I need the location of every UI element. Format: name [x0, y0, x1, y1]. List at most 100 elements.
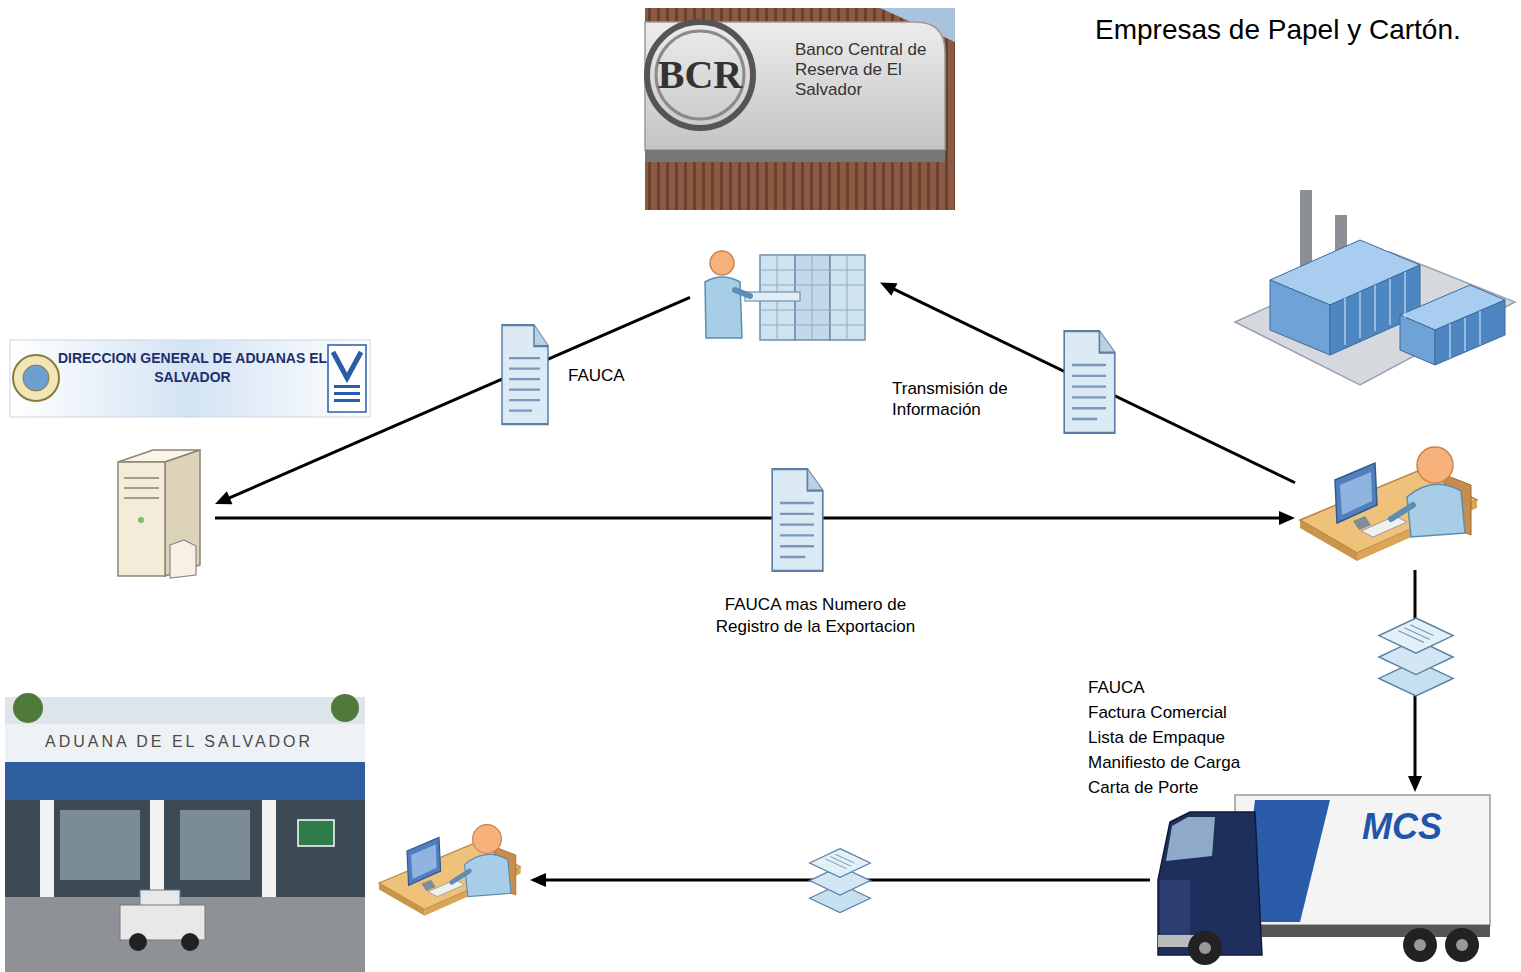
server-tower-part	[170, 540, 196, 578]
customs-photo-part	[13, 693, 43, 723]
server-tower-part	[118, 450, 200, 462]
truck-icon-part	[1445, 928, 1479, 962]
document-name: Manifiesto de Carga	[1088, 753, 1240, 773]
document-name: Carta de Porte	[1088, 778, 1199, 798]
node-heading: Empresas de Papel y Cartón.	[1095, 14, 1461, 46]
connector-arrow	[215, 297, 690, 504]
factory-icon-part	[1270, 240, 1420, 305]
connector-arrow	[880, 282, 1295, 482]
customs-logo-part	[333, 352, 361, 378]
arrow-head	[215, 491, 232, 504]
customs-logo-part	[328, 345, 366, 412]
customs-photo-part	[331, 694, 359, 722]
bank-photo-part	[656, 31, 744, 119]
arrow-head	[530, 873, 546, 887]
truck-icon-part	[1158, 935, 1198, 947]
edge-label: Transmisión de Información	[892, 378, 1032, 420]
truck-logo-text: MCS	[1362, 806, 1442, 848]
truck-icon-part	[1235, 925, 1490, 937]
customs-photo-part	[150, 800, 164, 897]
arrow-head	[880, 282, 897, 295]
customs-photo-part	[180, 810, 250, 880]
customs-photo-part	[181, 933, 199, 951]
edge-label: FAUCA mas Numero de Registro de la Expor…	[708, 594, 923, 638]
customs-photo-part	[140, 890, 180, 910]
server-tower-part	[118, 462, 165, 576]
customs-logo-part	[334, 392, 360, 395]
customs-logo-part	[334, 399, 360, 402]
logo-text: DIRECCION GENERAL DE ADUANAS EL SALVADOR	[55, 349, 330, 387]
customs-photo-part	[60, 810, 140, 880]
node-box: ADUANA DE EL SALVADOR	[375, 815, 530, 935]
truck-icon	[1158, 795, 1490, 965]
server-operator-part	[760, 255, 865, 340]
node-box: BCRBanco Central de Reserva de El Salvad…	[690, 245, 880, 345]
factory-icon-part	[1330, 265, 1420, 355]
connector-arrow	[530, 873, 1150, 887]
customs-photo-part	[40, 800, 54, 897]
truck-icon-part	[1160, 880, 1190, 935]
server-operator-part	[735, 290, 750, 296]
document-icon-part	[1379, 618, 1453, 696]
server-tower-part	[165, 450, 200, 576]
customs-photo-part	[262, 800, 276, 897]
truck-icon-part	[1188, 931, 1222, 965]
bank-photo-part	[645, 8, 955, 210]
factory-icon-part	[1300, 190, 1312, 276]
server-operator	[705, 251, 865, 340]
truck-icon-part	[1240, 800, 1330, 922]
customs-photo-part	[5, 897, 365, 972]
customs-logo-part	[10, 340, 370, 417]
customs-logo-part	[23, 365, 49, 391]
bank-photo-part	[645, 150, 945, 162]
truck-icon-part	[1414, 939, 1426, 951]
truck-icon-part	[1199, 942, 1211, 954]
document-icon-part	[772, 469, 823, 571]
customs-logo-part	[13, 355, 59, 401]
node-box: DIRECCION GENERAL DE ADUANAS EL SALVADOR	[105, 440, 215, 580]
customs-photo-part	[5, 800, 365, 897]
bank-photo-part	[880, 8, 955, 42]
server-operator-part	[710, 251, 734, 275]
connector-line	[1414, 570, 1417, 780]
document-icon-part	[502, 325, 548, 424]
customs-photo-part	[120, 905, 205, 940]
server-operator-part	[745, 292, 800, 301]
sign-text: BCR	[655, 52, 745, 98]
document-icon-part	[810, 849, 871, 913]
truck-icon-part	[1158, 812, 1262, 955]
factory-icon-part	[1235, 252, 1515, 385]
edge-label: FAUCA	[568, 366, 625, 386]
customs-photo	[5, 693, 365, 972]
truck-icon-part	[1456, 939, 1468, 951]
factory-icon	[1235, 190, 1515, 385]
server-tower	[118, 450, 200, 578]
bank-photo-part	[647, 22, 753, 128]
node-box: MCS	[1150, 792, 1490, 968]
arrow-head	[1279, 511, 1295, 525]
customs-logo-part	[334, 385, 360, 388]
desk-operator-part	[379, 825, 521, 916]
connector-line	[215, 517, 1283, 520]
document-icon-part	[1064, 331, 1115, 433]
factory-icon-part	[1400, 285, 1505, 330]
connector-line	[891, 288, 1295, 483]
arrow-head	[1408, 776, 1422, 792]
customs-logo	[10, 340, 370, 417]
factory-icon-part	[1435, 300, 1505, 365]
sign-text: Banco Central de Reserva de El Salvador	[795, 40, 930, 100]
server-tower-part	[124, 478, 159, 498]
connector-arrow	[1408, 570, 1422, 792]
connector-line	[226, 297, 690, 499]
document-icon	[502, 325, 1453, 913]
document-name: Factura Comercial	[1088, 703, 1227, 723]
truck-icon-part	[1403, 928, 1437, 962]
bank-photo	[645, 8, 955, 210]
document-name: FAUCA	[1088, 678, 1145, 698]
server-operator-part	[705, 277, 742, 338]
sign-text: ADUANA DE EL SALVADOR	[45, 733, 313, 751]
truck-icon-part	[1166, 817, 1215, 861]
desk-operator	[379, 447, 1477, 916]
